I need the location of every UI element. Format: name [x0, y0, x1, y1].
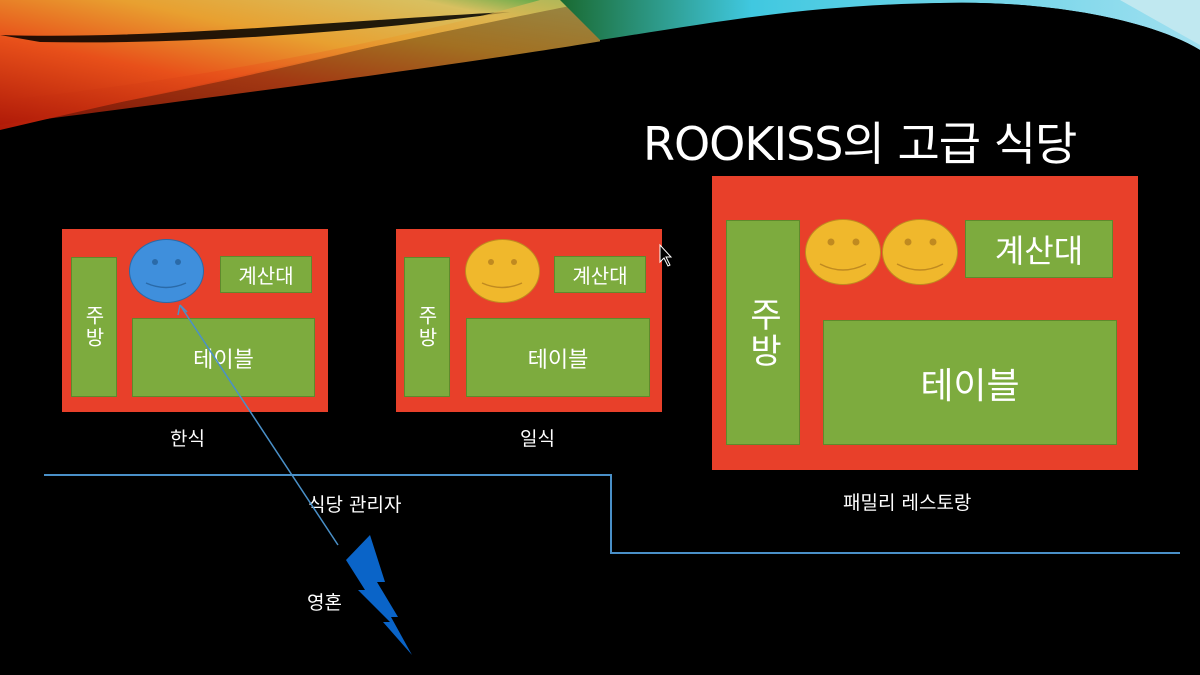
kitchen-area: 주방: [726, 220, 800, 445]
counter-area: 계산대: [554, 256, 646, 293]
blue-smiley-face-icon[interactable]: [129, 239, 204, 303]
restaurant-name: 한식: [170, 428, 205, 450]
counter-area: 계산대: [220, 256, 312, 293]
restaurant-name: 일식: [520, 428, 555, 450]
yellow-smiley-face-icon: [882, 219, 958, 285]
kitchen-area: 주방: [404, 257, 450, 397]
table-area: 테이블: [132, 318, 315, 397]
table-area: 테이블: [466, 318, 650, 397]
yellow-smiley-face-icon: [805, 219, 881, 285]
slide-title: ROOKISS의 고급 식당: [643, 117, 1077, 171]
kitchen-area: 주방: [71, 257, 117, 397]
yellow-smiley-face-icon: [465, 239, 540, 303]
restaurant-name: 패밀리 레스토랑: [843, 492, 972, 514]
counter-area: 계산대: [965, 220, 1113, 278]
table-area: 테이블: [823, 320, 1117, 445]
soul-label: 영혼: [307, 592, 342, 614]
manager-label: 식당 관리자: [308, 494, 402, 516]
